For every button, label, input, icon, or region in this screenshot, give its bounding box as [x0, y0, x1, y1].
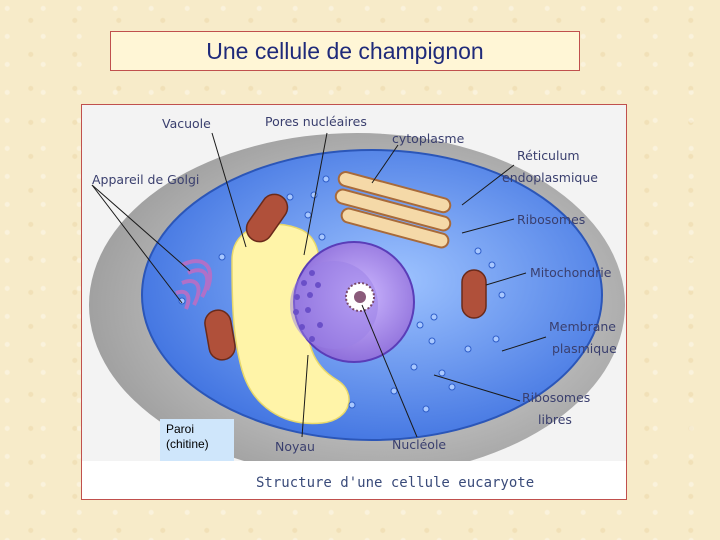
label-paroi-line2: (chitine)	[166, 437, 228, 452]
label-ribosomes-libres-line2: libres	[538, 412, 572, 427]
label-noyau: Noyau	[275, 439, 315, 454]
label-mitochondrie: Mitochondrie	[530, 265, 612, 280]
label-ribosomes: Ribosomes	[517, 212, 585, 227]
label-membrane-line1: Membrane	[549, 319, 616, 334]
label-reticulum-line2: endoplasmique	[502, 170, 598, 185]
cell-diagram-frame: Vacuole Pores nucléaires cytoplasme Appa…	[81, 104, 627, 500]
label-ribosomes-libres-line1: Ribosomes	[522, 390, 590, 405]
label-appareil-golgi: Appareil de Golgi	[92, 172, 199, 187]
nucleolus-core	[354, 291, 366, 303]
label-reticulum-line1: Réticulum	[517, 148, 580, 163]
label-paroi-line1: Paroi	[166, 422, 228, 437]
label-membrane-line2: plasmique	[552, 341, 617, 356]
page-title: Une cellule de champignon	[206, 38, 483, 65]
label-paroi: Paroi (chitine)	[160, 419, 234, 461]
title-box: Une cellule de champignon	[110, 31, 580, 71]
label-vacuole: Vacuole	[162, 116, 211, 131]
label-nucleole: Nucléole	[392, 437, 446, 452]
label-cytoplasme: cytoplasme	[392, 131, 465, 146]
figure-caption: Structure d'une cellule eucaryote	[256, 475, 534, 491]
label-pores-nucleaires: Pores nucléaires	[265, 114, 367, 129]
